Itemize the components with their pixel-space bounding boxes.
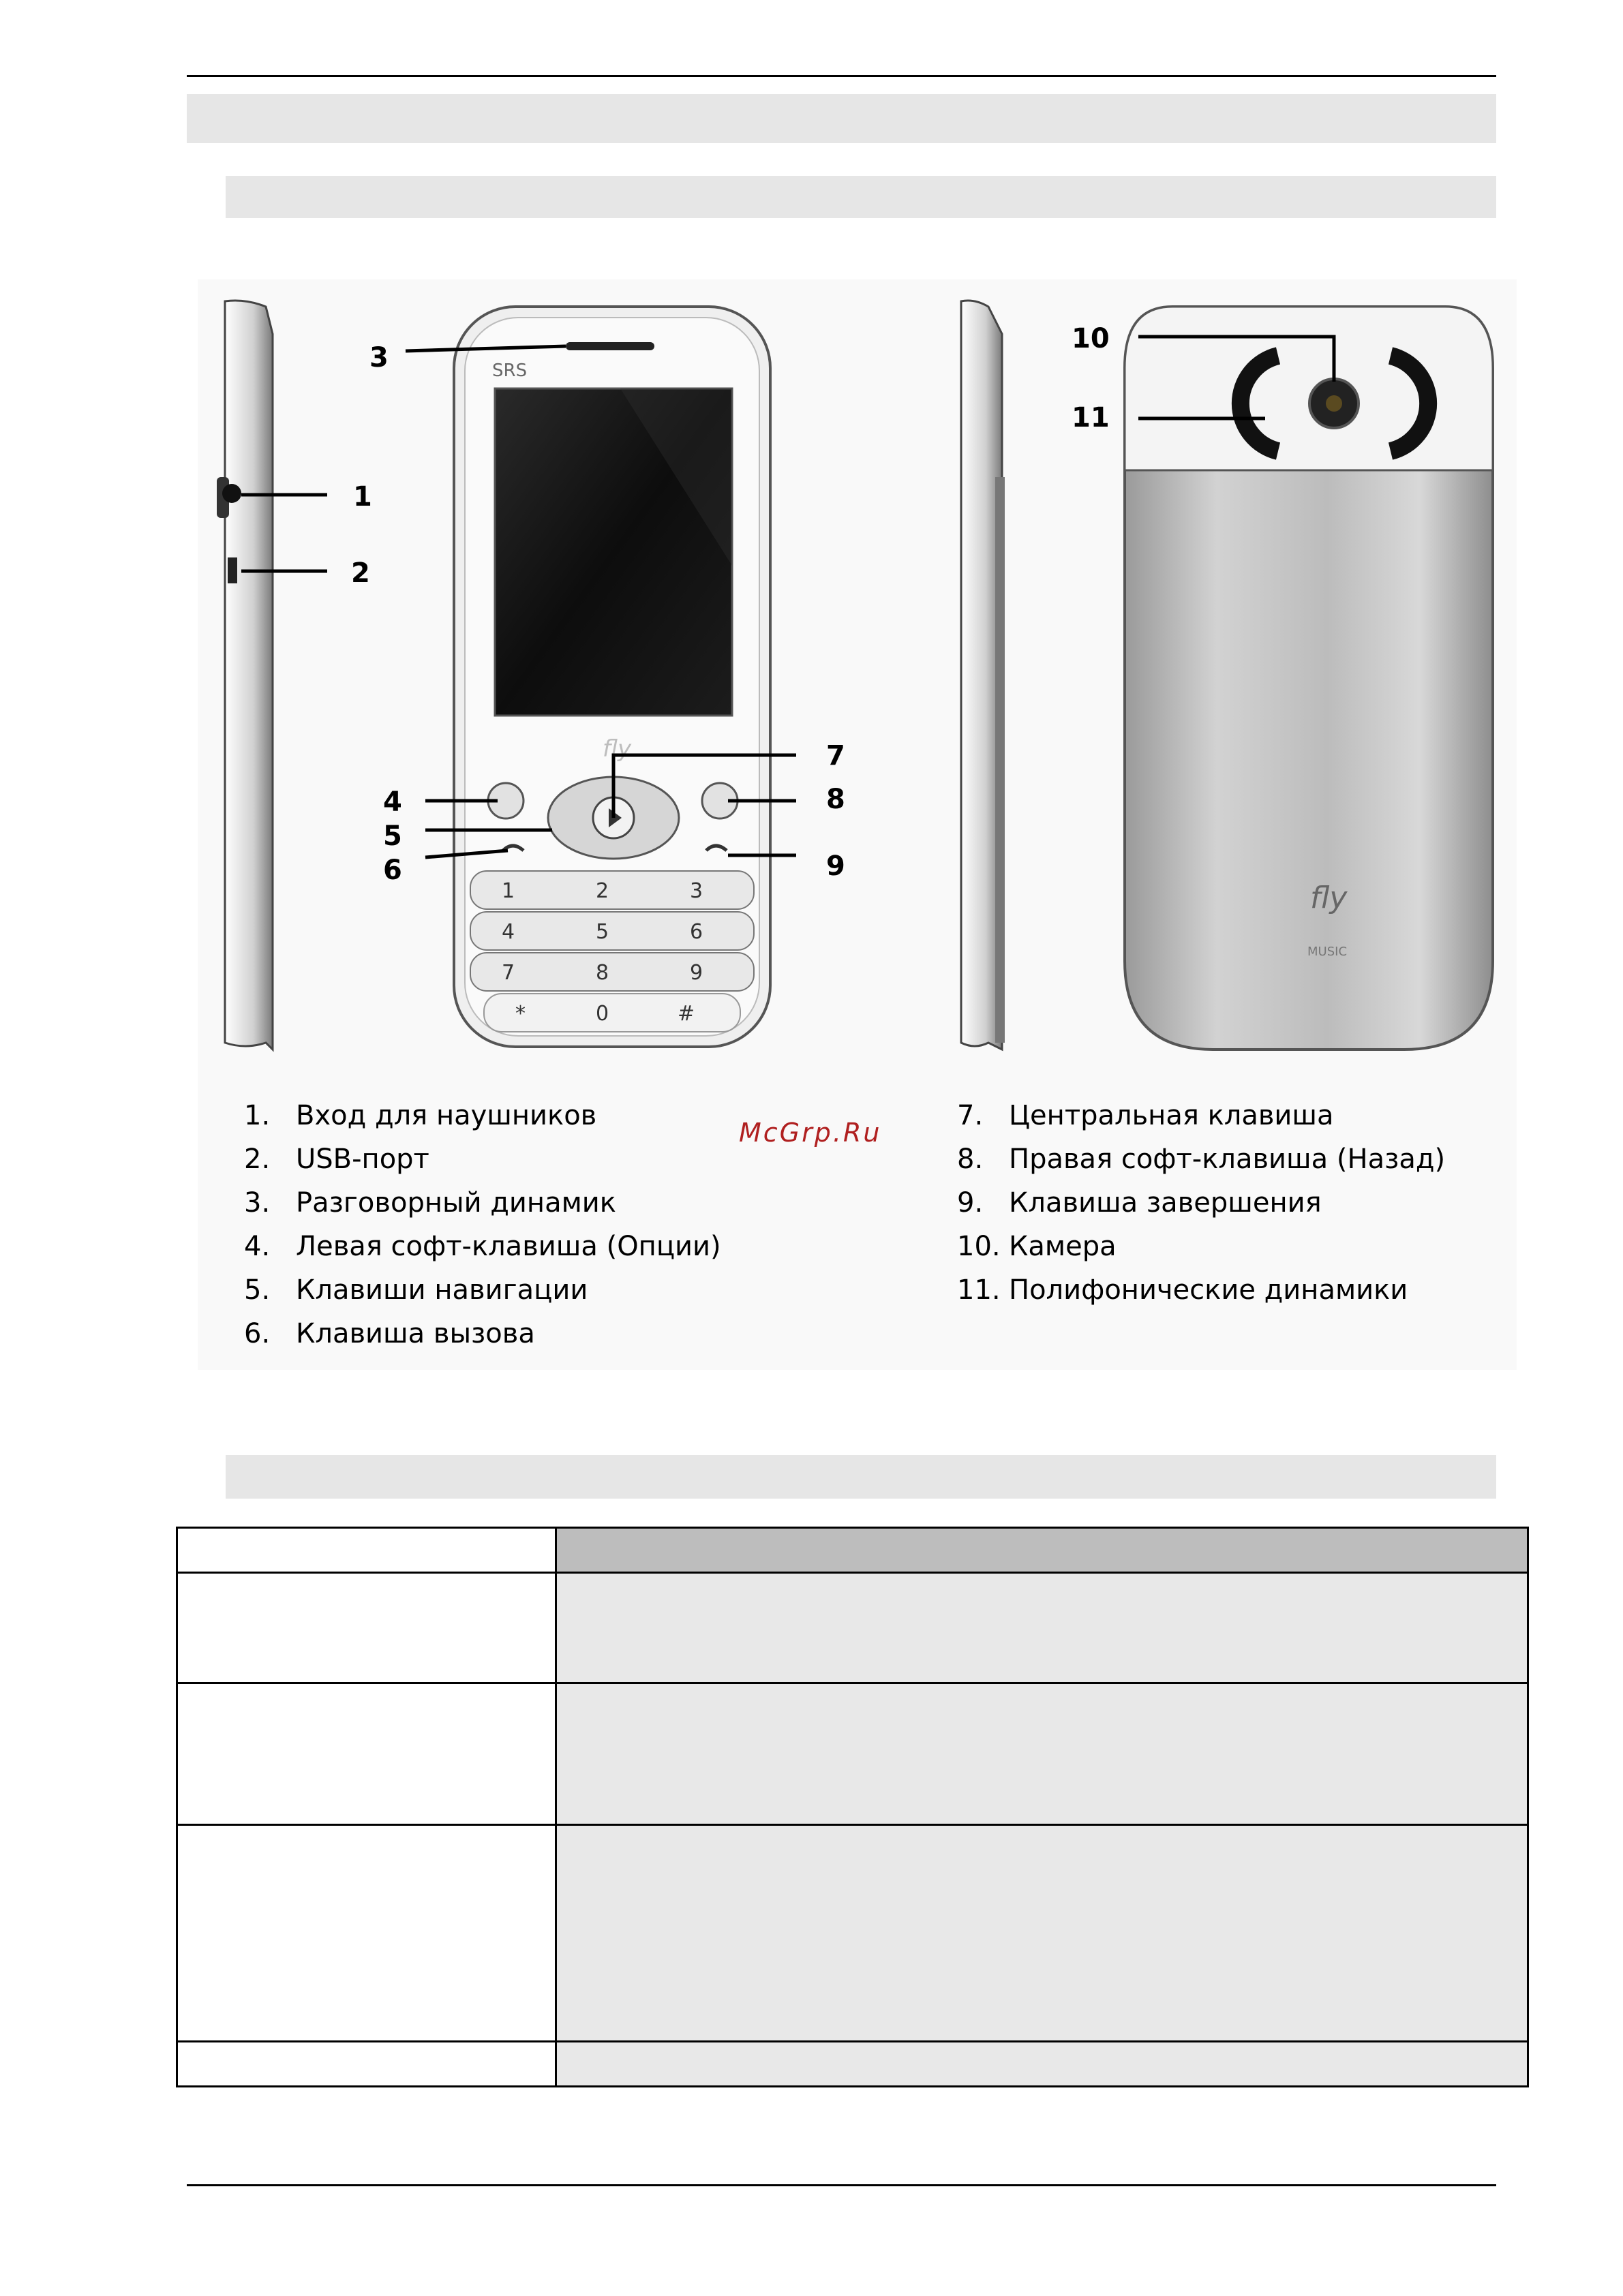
callout-5: 5 [383,821,402,852]
legend-text: Клавиша вызова [296,1318,535,1349]
table-cell-value [555,1527,1529,1574]
legend-item: 4. Левая софт-клавиша (Опции) [244,1225,721,1268]
key-5: 5 [596,920,609,944]
legend-text: Полифонические динамики [1009,1274,1408,1306]
legend-item: 8. Правая софт-клавиша (Назад) [957,1137,1445,1181]
table-row [176,2040,1529,2087]
key-4: 4 [502,920,515,944]
callout-1: 1 [353,481,372,512]
table-cell-label [176,1527,557,1574]
top-rule [187,75,1496,77]
spec-table [176,1527,1529,2087]
callout-2: 2 [351,557,370,589]
legend-text: Правая софт-клавиша (Назад) [1009,1144,1446,1175]
legend-text: Разговорный динамик [296,1187,616,1219]
table-cell-value [555,2040,1529,2087]
legend-number: 6. [244,1318,271,1349]
legend-text: Клавиши навигации [296,1274,588,1306]
legend-number: 9. [957,1187,984,1219]
callout-lines [241,335,1336,859]
legend-item: 10. Камера [957,1225,1445,1268]
key-hash: # [678,1002,695,1026]
legend-text: Центральная клавиша [1009,1100,1334,1131]
legend-text: Камера [1009,1231,1117,1262]
callout-4: 4 [383,786,402,818]
key-2: 2 [596,879,609,903]
key-0: 0 [596,1002,609,1026]
speaker-right [1388,347,1438,460]
phone-front: SRS fly 1 2 3 4 5 6 7 8 9 [453,305,772,1048]
screen [494,387,733,717]
key-1: 1 [502,879,515,903]
key-star: * [515,1002,526,1026]
callout-10: 10 [1072,323,1110,354]
music-label: MUSIC [1307,945,1347,959]
legend-number: 3. [244,1187,271,1219]
legend-number: 10. [957,1231,1001,1262]
watermark: McGrp.Ru [739,1118,882,1148]
speaker-left [1231,347,1281,460]
legend-item: 2. USB-порт [244,1137,721,1181]
table-cell-label [176,2040,557,2087]
headphone-jack-hole [222,484,241,503]
section-header-band-2 [226,1455,1496,1499]
legend-number: 11. [957,1274,1001,1306]
legend-number: 1. [244,1100,271,1131]
bottom-rule [187,2184,1496,2186]
legend-number: 2. [244,1144,271,1175]
legend-text: Левая софт-клавиша (Опции) [296,1231,721,1262]
legend-number: 5. [244,1274,271,1306]
legend-item: 3. Разговорный динамик [244,1181,721,1225]
legend-item: 11.Полифонические динамики [957,1268,1445,1312]
legend-left: 1. Вход для наушников 2. USB-порт 3. Разгов… [244,1094,721,1356]
key-8: 8 [596,961,609,985]
legend-number: 7. [957,1100,984,1131]
legend-item: 6. Клавиша вызова [244,1312,721,1356]
legend-right: 7. Центральная клавиша 8. Правая софт-клав… [957,1094,1445,1312]
legend-item: 7. Центральная клавиша [957,1094,1445,1137]
table-row [176,1824,1529,2042]
callout-7: 7 [826,740,845,771]
legend-number: 8. [957,1144,984,1175]
table-cell-value [555,1682,1529,1826]
legend-number: 4. [244,1231,271,1262]
legend-text: Вход для наушников [296,1100,597,1131]
callout-11: 11 [1072,402,1110,433]
phone-right-side [960,299,1005,1052]
table-row [176,1682,1529,1826]
svg-text:SRS: SRS [492,361,527,381]
table-cell-value [555,1572,1529,1684]
callout-3: 3 [369,342,389,373]
legend-item: 9. Клавиша завершения [957,1181,1445,1225]
brand-back: fly [1310,881,1348,915]
table-cell-label [176,1682,557,1826]
brand-front: fly [603,735,632,763]
phone-diagram-svg: SRS fly 1 2 3 4 5 6 7 8 9 [217,299,1494,1052]
table-row [176,1527,1529,1574]
table-row [176,1572,1529,1684]
table-cell-value [555,1824,1529,2042]
callout-6: 6 [383,855,402,886]
table-cell-label [176,1572,557,1684]
subsection-header-band [226,176,1496,218]
end-key [705,844,728,852]
earpiece [566,342,654,350]
legend-item: 1. Вход для наушников [244,1094,721,1137]
callout-9: 9 [826,851,845,882]
phone-diagram: SRS fly 1 2 3 4 5 6 7 8 9 [198,279,1517,1370]
keypad: 1 2 3 4 5 6 7 8 9 * 0 # [470,870,755,1032]
usb-port [228,557,237,583]
legend-text: USB-порт [296,1144,429,1175]
table-cell-label [176,1824,557,2042]
key-3: 3 [690,879,703,903]
key-7: 7 [502,961,515,985]
key-9: 9 [690,961,703,985]
phone-back: fly MUSIC [1123,305,1494,1051]
key-6: 6 [690,920,703,944]
legend-text: Клавиша завершения [1009,1187,1322,1219]
phone-left-side [217,299,274,1052]
section-header-band [187,94,1496,143]
callout-8: 8 [826,784,845,815]
legend-item: 5. Клавиши навигации [244,1268,721,1312]
